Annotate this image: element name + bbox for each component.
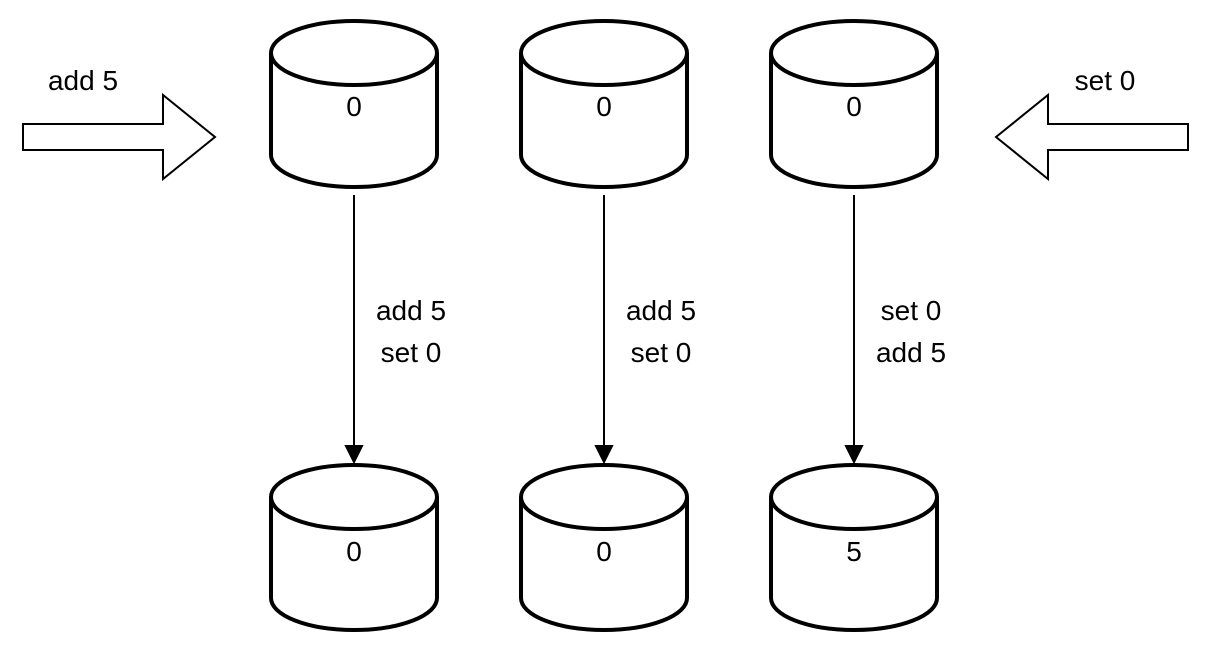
top-database-2-value: 0 bbox=[596, 91, 612, 122]
edge-1-label-line1: add 5 bbox=[376, 295, 446, 326]
edge-3-label-line1: set 0 bbox=[881, 295, 942, 326]
bottom-database-1-value: 0 bbox=[346, 536, 362, 567]
edge-2-arrowhead bbox=[594, 445, 614, 465]
bottom-database-3: 5 bbox=[769, 463, 939, 632]
bottom-database-2-value: 0 bbox=[596, 536, 612, 567]
right-input-label: set 0 bbox=[1075, 65, 1136, 96]
edge-3-label-line2: add 5 bbox=[876, 337, 946, 368]
top-database-1: 0 bbox=[269, 19, 439, 189]
edge-1-arrowhead bbox=[344, 445, 364, 465]
bottom-database-2: 0 bbox=[519, 463, 689, 632]
bottom-database-3-value: 5 bbox=[846, 536, 862, 567]
left-input-label: add 5 bbox=[48, 65, 118, 96]
right-input-arrow bbox=[994, 92, 1189, 182]
top-database-1-value: 0 bbox=[346, 91, 362, 122]
top-database-3: 0 bbox=[769, 19, 939, 189]
bottom-database-1: 0 bbox=[269, 463, 439, 632]
edge-2-label-line1: add 5 bbox=[626, 295, 696, 326]
top-database-2: 0 bbox=[519, 19, 689, 189]
edge-2-label-line2: set 0 bbox=[631, 337, 692, 368]
edge-1-label-line2: set 0 bbox=[381, 337, 442, 368]
top-database-3-value: 0 bbox=[846, 91, 862, 122]
left-input-arrow bbox=[22, 92, 217, 182]
edge-3-arrowhead bbox=[844, 445, 864, 465]
